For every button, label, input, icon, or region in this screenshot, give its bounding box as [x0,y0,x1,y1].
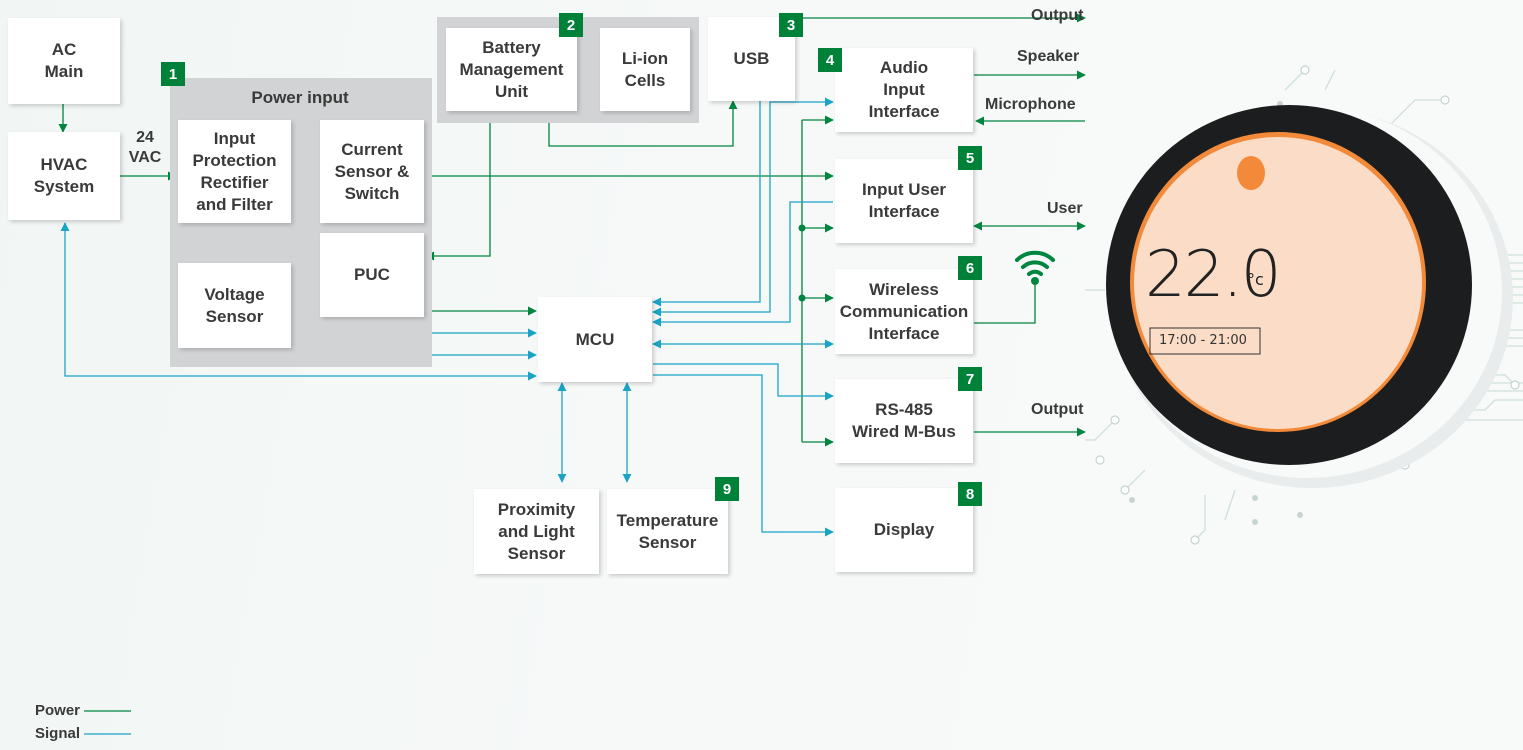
legend-signal-label: Signal [35,725,81,742]
speaker-label: Speaker [1017,48,1080,65]
microphone-label: Microphone [985,96,1076,113]
thermostat-graphic [1070,65,1523,545]
power-input-label: Power input [251,88,349,107]
legend-power-label: Power [35,702,81,719]
mcu-box: MCU [538,297,652,382]
display-box: Display [835,488,973,572]
output-bottom-label: Output [1031,401,1084,418]
wire-audio-mcu [652,97,834,317]
wire-usb-mcu [652,101,761,307]
badge-9: 9 [715,477,739,501]
thermostat-illustration: 22.0 °c 17:00 - 21:00 [1070,0,1523,560]
badge-3: 3 [779,13,803,37]
wire-wireless-antenna [974,282,1036,324]
wire-battery-puc [425,111,495,261]
thermostat-unit: °c [1247,270,1264,289]
puc-box: PUC [320,233,424,317]
badge-7: 7 [958,367,982,391]
badge-5: 5 [958,146,982,170]
output-top-label: Output [1031,7,1084,24]
wire-mcu-hvac [60,222,537,381]
wire-mcu-rs485 [653,363,834,401]
badge-2: 2 [559,13,583,37]
thermostat-temperature: 22.0 [1145,238,1281,312]
badge-8: 8 [958,482,982,506]
wire-mcu-display [653,374,834,537]
thermostat-schedule: 17:00 - 21:00 [1159,333,1247,348]
wire-inputuser-mcu [652,201,833,327]
badge-4: 4 [818,48,842,72]
badge-6: 6 [958,256,982,280]
wifi-icon [1015,250,1055,276]
badge-1: 1 [161,62,185,86]
user-label: User [1047,200,1083,217]
